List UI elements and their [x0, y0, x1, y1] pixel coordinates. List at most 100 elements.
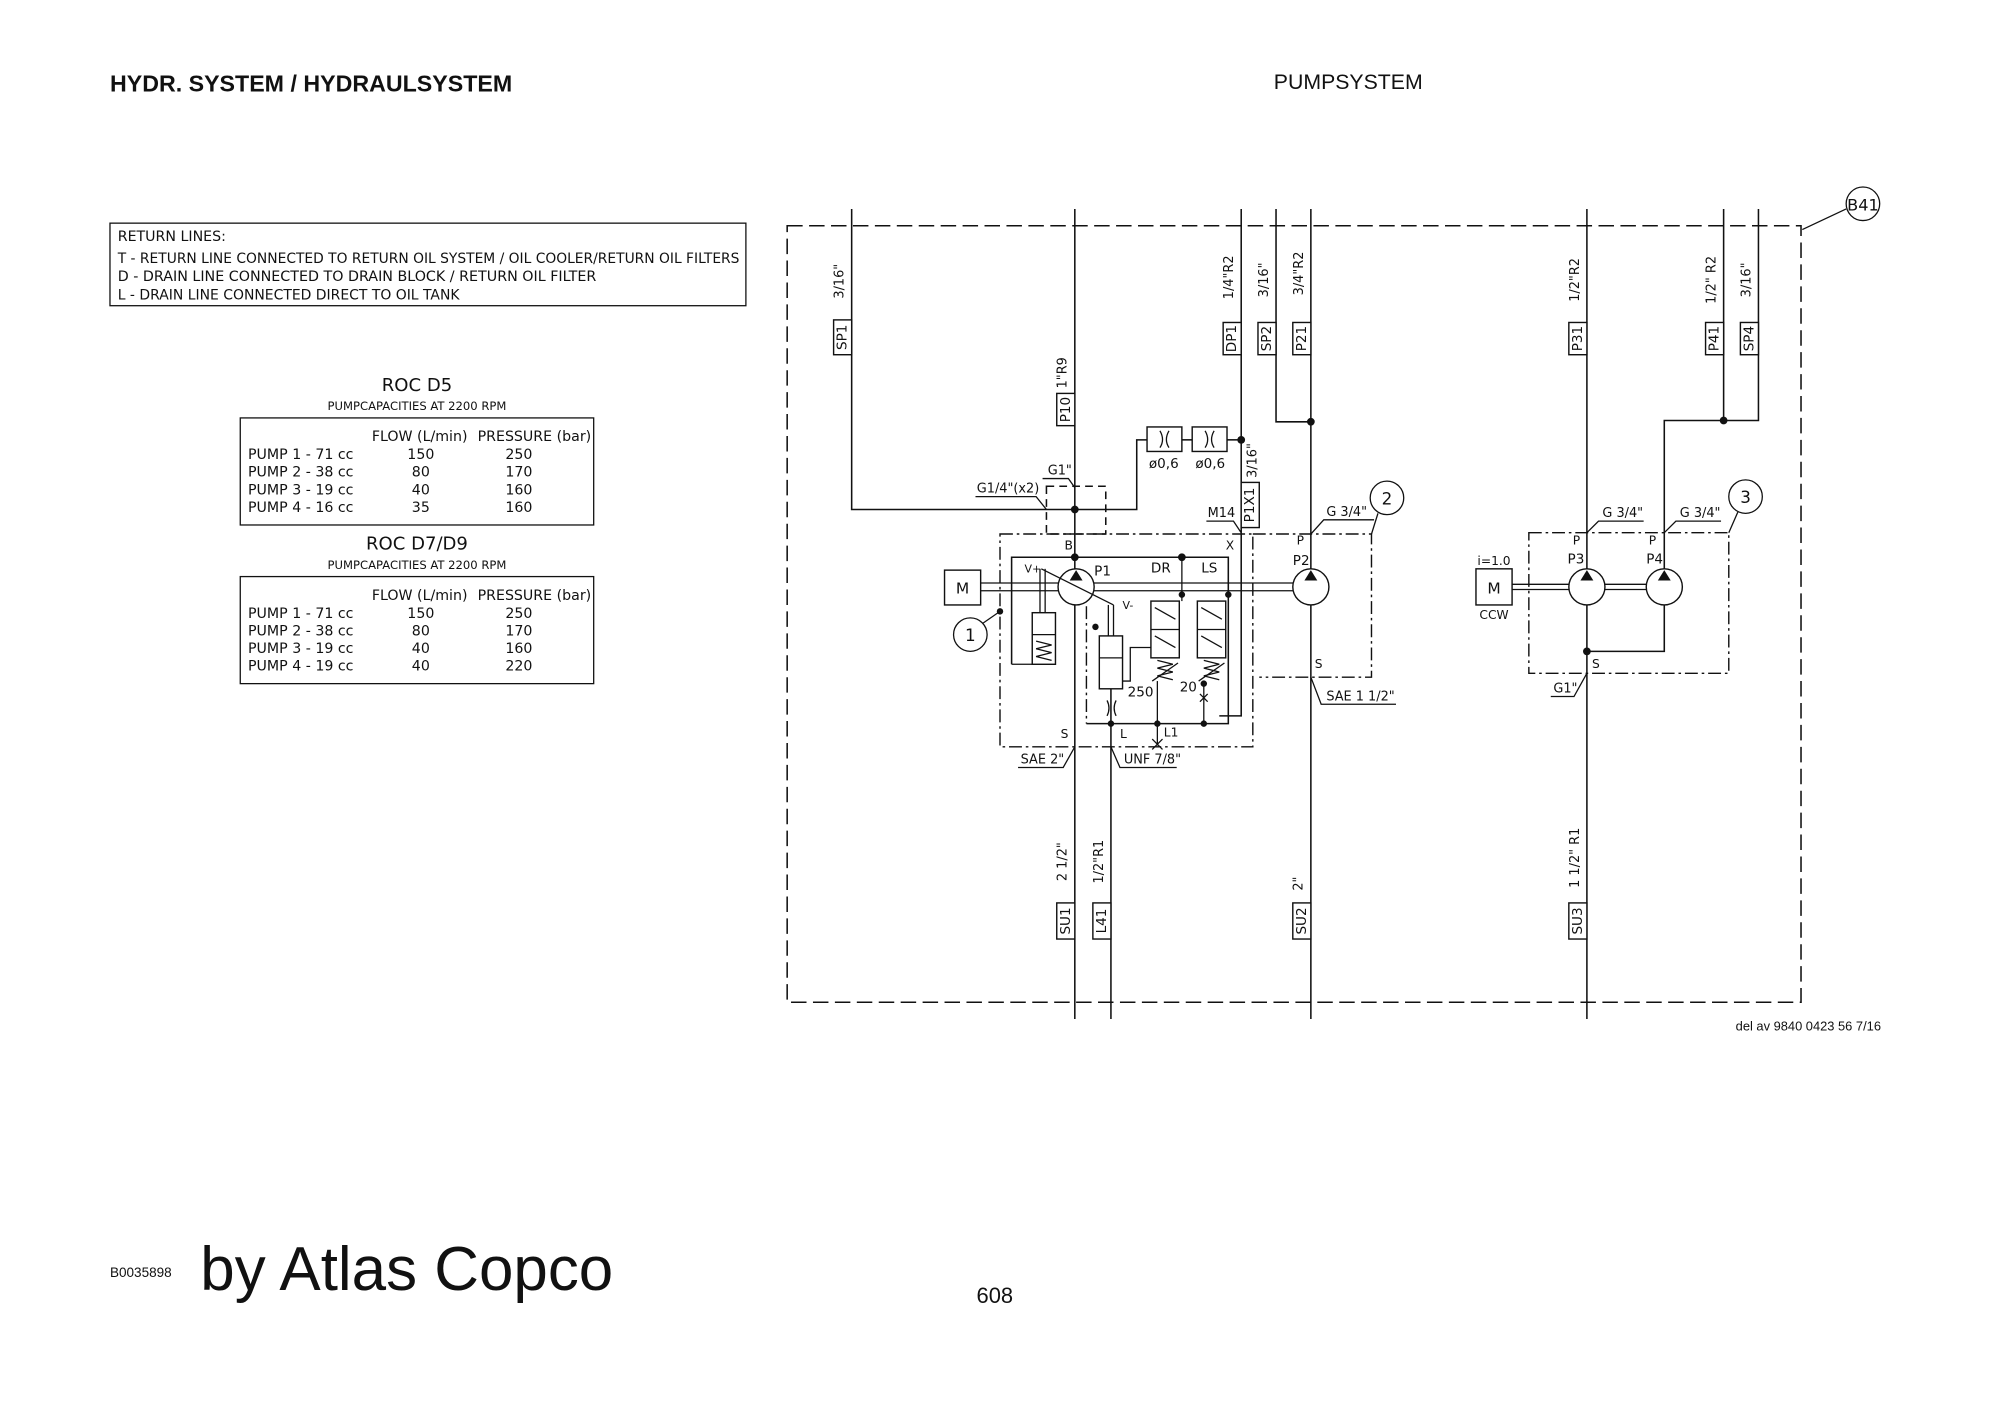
- pump-name: PUMP 1 - 71 cc: [248, 606, 353, 622]
- g14-x2-label: G1/4"(x2): [977, 482, 1039, 497]
- assembly-boundary: [786, 224, 1802, 1004]
- line-tag-box: [1739, 321, 1760, 356]
- rotation-direction: CCW: [1479, 608, 1508, 622]
- orifice-1-label: ø0,6: [1149, 456, 1179, 472]
- assembly-leader: [1802, 208, 1847, 231]
- column-flow: FLOW (L/min): [372, 588, 468, 604]
- line-tag: SU2: [1294, 907, 1310, 934]
- port-l: L: [1120, 727, 1127, 741]
- relief-20-label: 20: [1180, 679, 1197, 695]
- line-tag: SP2: [1259, 326, 1275, 351]
- flow-value: 80: [412, 465, 430, 481]
- line-tag-box: [1568, 902, 1588, 940]
- spring-cylinder: [1011, 568, 1057, 665]
- line-tag-box: [1568, 321, 1588, 356]
- line-tag: SU3: [1570, 907, 1586, 934]
- motor-2-label: M: [1487, 579, 1500, 597]
- section-title: PUMPSYSTEM: [1274, 70, 1423, 94]
- orifice-1: [1146, 426, 1183, 453]
- return-lines-note: RETURN LINES: T - RETURN LINE CONNECTED …: [109, 222, 747, 307]
- line-tag: P21: [1294, 326, 1310, 351]
- line-size: 3/16": [1257, 262, 1272, 297]
- sae2-label: SAE 2": [1021, 753, 1065, 768]
- pressure-value: 170: [505, 623, 532, 639]
- callout-1: [952, 617, 988, 653]
- table-subtitle: PUMPCAPACITIES AT 2200 RPM: [328, 399, 507, 413]
- line-size: 2": [1292, 877, 1307, 891]
- line-tag-box: [1056, 392, 1076, 427]
- callout-2: [1369, 480, 1405, 516]
- v-plus-label: V+: [1025, 563, 1042, 576]
- line-tag-box: [1257, 321, 1277, 356]
- pressure-value: 250: [505, 447, 532, 463]
- pressure-value: 160: [505, 500, 532, 516]
- pressure-value: 160: [505, 482, 532, 498]
- line-labels: SP13/16"P101"R9DP11/4"R2SP23/16"P213/4"R…: [833, 252, 1760, 940]
- pump-p4: [1645, 568, 1684, 606]
- flow-value: 40: [412, 482, 430, 498]
- line-tag: P10: [1058, 397, 1074, 422]
- line-tag-box: [1056, 902, 1076, 940]
- assembly-callout: [1845, 186, 1881, 222]
- port-s-3: S: [1592, 657, 1600, 671]
- column-pressure: PRESSURE (bar): [478, 429, 592, 445]
- pump-name: PUMP 3 - 19 cc: [248, 641, 353, 657]
- line-label-su3: SU3 1 1/2" R1: [1568, 828, 1588, 940]
- line-tag: P31: [1570, 326, 1586, 351]
- pump-p3-label: P3: [1568, 552, 1585, 568]
- line-label-sp2: SP2 3/16": [1257, 262, 1277, 356]
- pump-p4-arrow-icon: [1657, 570, 1671, 581]
- pump-p2-label: P2: [1293, 553, 1310, 569]
- pump-p1-arrow-icon: [1069, 570, 1083, 581]
- g34-p2-label: G 3/4": [1326, 505, 1367, 520]
- pump-p2-arrow-icon: [1304, 570, 1318, 581]
- line-tag: L41: [1094, 909, 1110, 934]
- line-tag: SU1: [1058, 907, 1074, 934]
- pump-name: PUMP 3 - 19 cc: [248, 482, 353, 498]
- table-title: ROC D7/D9: [366, 533, 468, 554]
- line-tag: DP1: [1224, 325, 1240, 352]
- assembly-ref: B41: [1847, 195, 1879, 214]
- line-size: 3/16": [1245, 443, 1260, 478]
- callout-1-label: 1: [965, 625, 976, 645]
- line-size: 1 1/2" R1: [1568, 828, 1583, 888]
- g34-p3-label: G 3/4": [1602, 506, 1643, 521]
- line-tag-box: [1704, 321, 1725, 356]
- callout-2-label: 2: [1382, 488, 1393, 508]
- control-cylinder: [1098, 604, 1151, 717]
- orifice-2-label: ø0,6: [1195, 456, 1225, 472]
- ls-label: LS: [1201, 561, 1217, 577]
- pump-name: PUMP 4 - 16 cc: [248, 500, 353, 516]
- dr-valve: [1150, 557, 1183, 724]
- hydraulic-lines: [850, 208, 1760, 1020]
- m14-label: M14: [1208, 506, 1236, 521]
- motor-1: [943, 569, 982, 606]
- line-tag-box: [1222, 321, 1242, 356]
- port-l1: L1: [1164, 726, 1179, 740]
- pressure-value: 160: [505, 641, 532, 657]
- port-s-1: S: [1061, 727, 1069, 741]
- pump-name: PUMP 4 - 19 cc: [248, 658, 353, 674]
- column-flow: FLOW (L/min): [372, 429, 468, 445]
- pressure-value: 220: [505, 658, 532, 674]
- pump-name: PUMP 1 - 71 cc: [248, 447, 353, 463]
- sae112-label: SAE 1 1/2": [1326, 689, 1394, 704]
- unf78-label: UNF 7/8": [1124, 753, 1181, 768]
- line-label-su2: SU2 2": [1292, 877, 1312, 940]
- return-line-d: D - DRAIN LINE CONNECTED TO DRAIN BLOCK …: [118, 269, 597, 285]
- flow-value: 150: [407, 606, 434, 622]
- port-p3: P: [1573, 533, 1580, 547]
- flow-value: 35: [412, 500, 430, 516]
- line-tag: SP1: [835, 325, 851, 350]
